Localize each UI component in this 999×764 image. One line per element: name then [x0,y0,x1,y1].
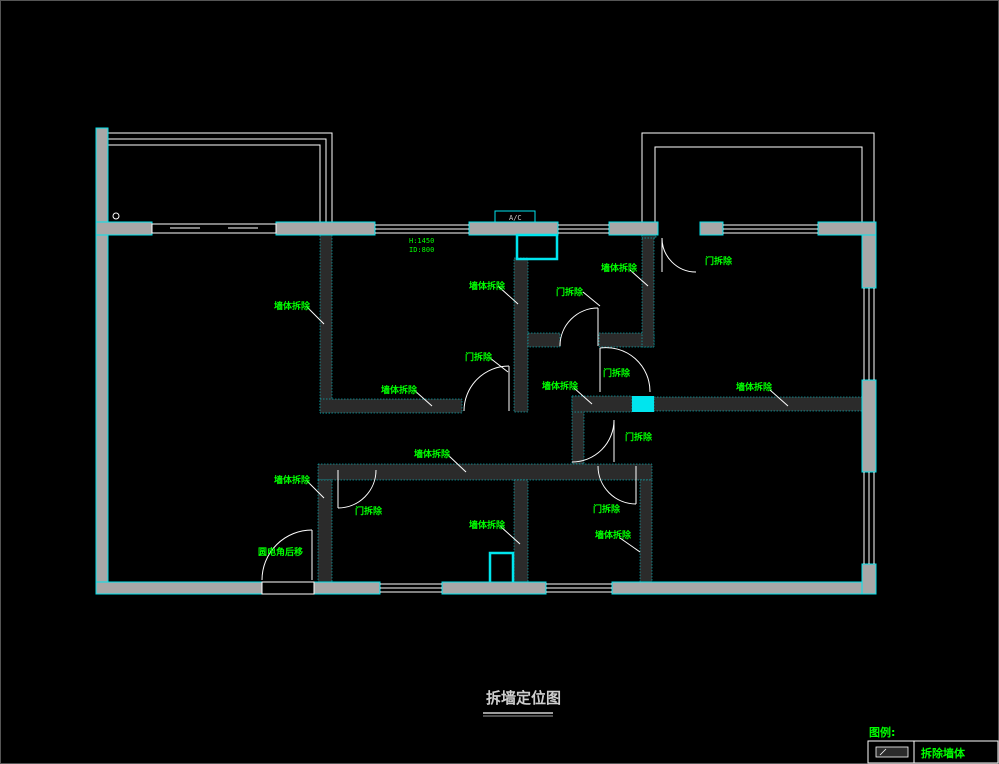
legend-swatch [875,746,909,758]
label-wall-removal: 墙体拆除 [469,280,506,292]
ac-label: A/C [509,214,522,222]
legend-heading: 图例: [869,725,895,739]
door-swings [261,237,697,581]
legend: 图例: 拆除墙体 [867,725,999,764]
left-balcony [108,132,333,222]
label-wall-removal: 墙体拆除 [414,448,451,460]
label-door-removal: 门拆除 [625,431,653,443]
label-door-removal: 门拆除 [603,367,631,379]
right-balcony [641,132,875,222]
column-marker [632,396,654,412]
label-door-removal: 门拆除 [705,255,733,267]
annotation-labels: 墙体拆除 墙体拆除 墙体拆除 墙体拆除 墙体拆除 墙体拆除 墙体拆除 墙体拆除 … [258,214,773,558]
leader-lines [305,269,789,553]
legend-box [867,740,999,764]
label-wall-removal: 墙体拆除 [381,384,418,396]
window-width-dim: ID:800 [409,246,434,254]
label-door-removal: 门拆除 [355,505,383,517]
demolish-walls [317,225,863,583]
legend-item-label: 拆除墙体 [921,746,966,760]
drawing-title: 拆墙定位图 [486,689,561,707]
label-frame-removal: 圆电角后移 [258,546,303,558]
label-wall-removal: 墙体拆除 [736,381,773,393]
label-door-removal: 门拆除 [465,351,493,363]
label-wall-removal: 墙体拆除 [274,300,311,312]
label-wall-removal: 墙体拆除 [595,529,632,541]
label-wall-removal: 墙体拆除 [274,474,311,486]
label-wall-removal: 墙体拆除 [542,380,579,392]
label-door-removal: 门拆除 [556,286,584,298]
window-height-dim: H:1450 [409,237,434,245]
windows [151,210,875,595]
shafts [488,233,559,582]
label-wall-removal: 墙体拆除 [601,262,638,274]
label-wall-removal: 墙体拆除 [469,519,506,531]
label-door-removal: 门拆除 [593,503,621,515]
existing-walls [95,127,877,595]
